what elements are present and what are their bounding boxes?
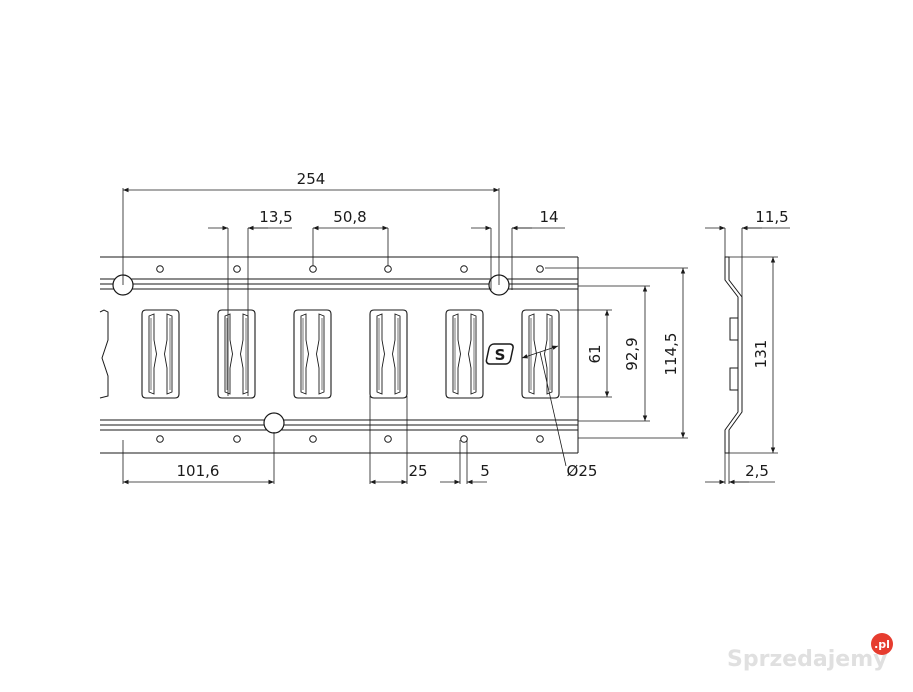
watermark-brand: Sprzedajemy — [727, 647, 888, 672]
dim-25: 25 — [408, 462, 427, 480]
dimension-labels: 254 13,5 50,8 14 101,6 25 5 Ø25 61 92,9 … — [177, 170, 789, 480]
cargo-slot — [293, 309, 332, 399]
dim-2-5: 2,5 — [745, 462, 769, 480]
dim-diameter-25: Ø25 — [567, 462, 598, 480]
mounting-hole-top — [156, 265, 164, 273]
mounting-holes — [156, 265, 544, 443]
mounting-hole-bottom — [233, 435, 241, 443]
partial-slot-left — [99, 309, 109, 399]
large-hole — [263, 412, 285, 434]
dim-5: 5 — [480, 462, 490, 480]
mounting-hole-bottom — [156, 435, 164, 443]
mounting-hole-bottom — [460, 435, 468, 443]
watermark-badge — [871, 633, 893, 655]
cargo-slot — [141, 309, 180, 399]
dim-92-9: 92,9 — [623, 337, 641, 370]
mounting-hole-bottom — [536, 435, 544, 443]
mounting-hole-top — [536, 265, 544, 273]
mounting-hole-top — [309, 265, 317, 273]
dim-254: 254 — [297, 170, 326, 188]
watermark-tld: .pl — [874, 638, 890, 651]
dim-50-8: 50,8 — [333, 208, 366, 226]
dimension-lines — [122, 187, 688, 485]
logo-letter: S — [495, 346, 506, 364]
mounting-hole-top — [233, 265, 241, 273]
dim-13-5: 13,5 — [259, 208, 292, 226]
large-round-holes — [112, 274, 510, 434]
dim-101-6: 101,6 — [177, 462, 220, 480]
rail-side-profile — [705, 225, 790, 485]
cargo-slot — [217, 309, 256, 399]
watermark: Sprzedajemy .pl — [727, 633, 893, 672]
dim-61: 61 — [586, 344, 604, 363]
mounting-hole-bottom — [309, 435, 317, 443]
dim-114-5: 114,5 — [662, 333, 680, 376]
dim-11-5: 11,5 — [755, 208, 788, 226]
rail-front-view — [100, 256, 579, 454]
dim-131: 131 — [752, 340, 770, 369]
mounting-hole-bottom — [384, 435, 392, 443]
cargo-slot — [369, 309, 408, 399]
mounting-hole-top — [384, 265, 392, 273]
cargo-slots — [141, 309, 560, 399]
cargo-slot — [445, 309, 484, 399]
brand-logo: S — [485, 343, 514, 365]
mounting-hole-top — [460, 265, 468, 273]
dim-14: 14 — [539, 208, 558, 226]
